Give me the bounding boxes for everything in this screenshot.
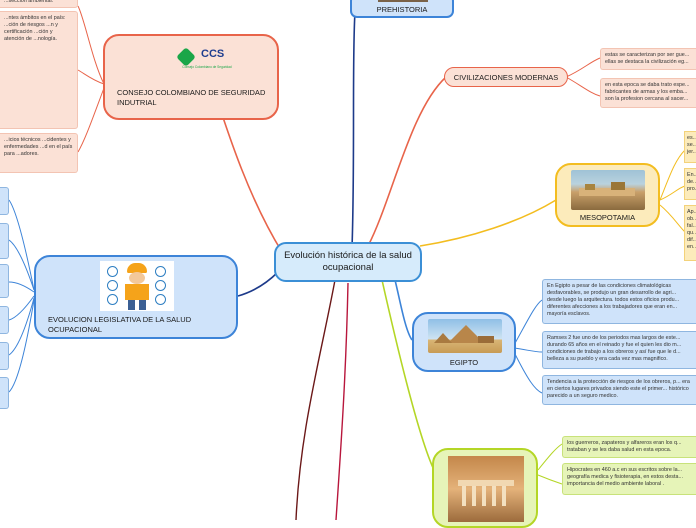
ccs-node[interactable]: CCS Consejo Colombiano de Seguridad CONS… [103, 34, 279, 120]
ccs-note-2: ...ntes ámbitos en el país: ...ción de r… [0, 11, 78, 129]
egipto-label: EGIPTO [449, 358, 479, 367]
grecia-note-1: los guerreros, zapateros y alfareros era… [562, 436, 696, 458]
grecia-note-2: Hipocrates en 460 a.c en sus escritos so… [562, 463, 696, 495]
egipto-note-2: Ramses 2 fue uno de los periodos mas lar… [542, 331, 696, 369]
mesopotamia-note-3: Ap... ob... fal... qu... dif... en... [684, 205, 696, 261]
mesopotamia-label: MESOPOTAMIA [579, 213, 636, 222]
egipto-node[interactable]: EGIPTO [412, 312, 516, 372]
ccs-logo-subtext: Consejo Colombiano de Seguridad [182, 65, 232, 69]
egipto-note-3: Tendencia a la protección de riesgos de … [542, 375, 696, 405]
legislativa-node[interactable]: EVOLUCION LEGISLATIVA DE LA SALUD OCUPAC… [34, 255, 238, 339]
prehistoria-node[interactable]: PREHISTORIA [350, 0, 454, 18]
grecia-image [448, 456, 524, 522]
legislativa-note-5 [0, 342, 9, 370]
ccs-note-1: ...seccion ambiental. [0, 0, 78, 8]
mesopotamia-node[interactable]: MESOPOTAMIA [555, 163, 660, 227]
legislativa-note-6 [0, 377, 9, 409]
civilizaciones-label: CIVILIZACIONES MODERNAS [453, 72, 559, 82]
grecia-node[interactable] [432, 448, 538, 528]
ccs-label: CONSEJO COLOMBIANO DE SEGURIDAD INDUTRIA… [117, 88, 266, 107]
ccs-logo-text: CCS [201, 48, 225, 60]
egipto-note-1: En Egipto a pesar de las condiciones cli… [542, 279, 696, 324]
egipto-image [428, 319, 502, 353]
legislativa-note-2 [0, 223, 9, 259]
legislativa-note-1 [0, 187, 9, 215]
civilizaciones-note-2: en esta epoca se daba trato espe... fabr… [600, 78, 696, 108]
ccs-note-3: ...icios técnicos ...cidentes y enfermed… [0, 133, 78, 173]
mesopotamia-image [571, 170, 645, 210]
prehistoria-label: PREHISTORIA [376, 5, 428, 14]
central-title: Evolución histórica de la salud ocupacio… [284, 250, 412, 273]
civilizaciones-node[interactable]: CIVILIZACIONES MODERNAS [444, 67, 568, 87]
central-topic[interactable]: Evolución histórica de la salud ocupacio… [274, 242, 422, 282]
civilizaciones-note-1: estas se caracterizan por ser gue... ell… [600, 48, 696, 70]
mesopotamia-note-1: es... se... jer... [684, 131, 696, 163]
safety-worker-image [100, 261, 174, 311]
legislativa-note-3 [0, 264, 9, 298]
ccs-logo: CCS Consejo Colombiano de Seguridad [176, 47, 237, 74]
prehistoria-image [378, 0, 428, 2]
ccs-logo-icon [176, 47, 196, 67]
mesopotamia-note-2: En... de... pro... [684, 168, 696, 200]
legislativa-note-4 [0, 306, 9, 334]
legislativa-label: EVOLUCION LEGISLATIVA DE LA SALUD OCUPAC… [48, 315, 192, 334]
